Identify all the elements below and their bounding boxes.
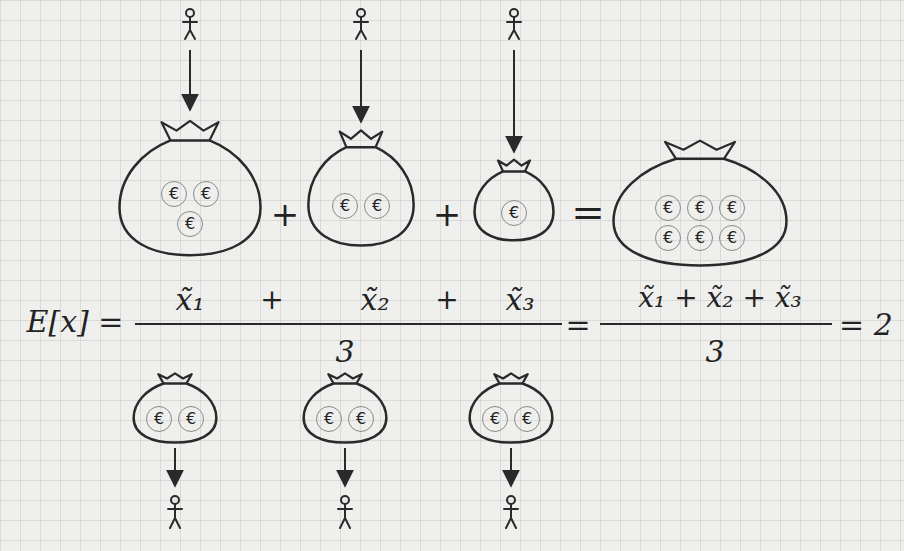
arrows-out — [175, 448, 511, 486]
formula-text: 3 — [335, 335, 354, 370]
bag-body — [120, 140, 261, 255]
euro-coin: € — [316, 406, 342, 432]
formula-text: x̃₂ — [361, 283, 390, 318]
fraction-bar — [600, 323, 832, 325]
formula-text: E[x] = — [27, 305, 124, 340]
bag-neck — [665, 141, 735, 159]
bag-neck — [498, 160, 530, 172]
coin-group: €€€ — [158, 168, 222, 249]
formula-text: + — [260, 284, 283, 316]
euro-coin: € — [348, 406, 374, 432]
bag-outline — [467, 372, 555, 444]
formula-text: + — [433, 195, 462, 234]
euro-coin: € — [501, 200, 527, 226]
euro-coin: € — [482, 406, 508, 432]
bag-neck — [162, 121, 219, 141]
coin-group: €€€€€€ — [652, 185, 748, 260]
arrow — [344, 448, 346, 486]
bag-outline — [131, 372, 219, 444]
euro-coin: € — [364, 193, 390, 219]
euro-coin: € — [687, 195, 713, 221]
bag-body — [470, 384, 553, 443]
coin-group: € — [498, 188, 530, 237]
money-bag: €€ — [305, 128, 417, 248]
formula-text: x̃₁ — [176, 283, 205, 318]
euro-coin: € — [146, 406, 172, 432]
money-bag: €€ — [131, 372, 219, 444]
bag-neck — [340, 130, 383, 147]
coin-group: €€ — [143, 398, 207, 440]
formula-text: x̃₁ + x̃₂ + x̃₃ — [638, 282, 802, 314]
euro-coin: € — [719, 225, 745, 251]
stick-figure — [507, 9, 521, 39]
stick-figures-top — [183, 9, 521, 39]
formula-text: 3 — [705, 335, 724, 370]
bag-body — [304, 384, 387, 443]
arrows-in — [190, 50, 514, 152]
formula-text: x̃₃ — [506, 283, 535, 318]
arrow — [510, 448, 512, 486]
money-bag: € — [472, 158, 556, 242]
bag-outline — [115, 118, 265, 258]
euro-coin: € — [655, 195, 681, 221]
formula-text: + — [435, 284, 458, 316]
euro-coin: € — [177, 211, 203, 237]
stick-figure — [168, 496, 182, 528]
money-bag: €€ — [301, 372, 389, 444]
coin-group: €€ — [479, 398, 543, 440]
stick-figure — [183, 9, 197, 39]
formula-text: = — [571, 189, 605, 235]
bag-body — [475, 171, 554, 240]
fraction-lines — [135, 323, 832, 325]
euro-coin: € — [161, 181, 187, 207]
bag-neck — [158, 373, 191, 383]
fraction-bar — [135, 323, 562, 325]
euro-coin: € — [193, 181, 219, 207]
money-bag: €€€ — [115, 118, 265, 258]
bag-neck — [494, 373, 527, 383]
coin-group: €€ — [329, 171, 393, 241]
money-bag: €€€€€€ — [608, 138, 792, 268]
euro-coin: € — [178, 406, 204, 432]
coin-group: €€ — [313, 398, 377, 440]
arrow — [189, 50, 191, 110]
formula-text: = — [565, 308, 590, 343]
stick-figure — [354, 9, 368, 39]
stick-figures-bottom — [168, 496, 518, 528]
bag-neck — [328, 373, 361, 383]
euro-coin: € — [687, 225, 713, 251]
formula-text: + — [271, 195, 300, 234]
stick-figure — [504, 496, 518, 528]
formula-text: = 2 — [839, 308, 893, 343]
euro-coin: € — [655, 225, 681, 251]
euro-coin: € — [332, 193, 358, 219]
stick-figure — [338, 496, 352, 528]
euro-coin: € — [719, 195, 745, 221]
money-bag: €€ — [467, 372, 555, 444]
bag-body — [134, 384, 217, 443]
bag-body — [614, 159, 787, 266]
arrow — [174, 448, 176, 486]
bag-body — [308, 147, 413, 245]
arrow — [513, 50, 515, 152]
euro-coin: € — [514, 406, 540, 432]
bag-outline — [305, 128, 417, 248]
bag-outline — [301, 372, 389, 444]
arrow — [360, 50, 362, 122]
